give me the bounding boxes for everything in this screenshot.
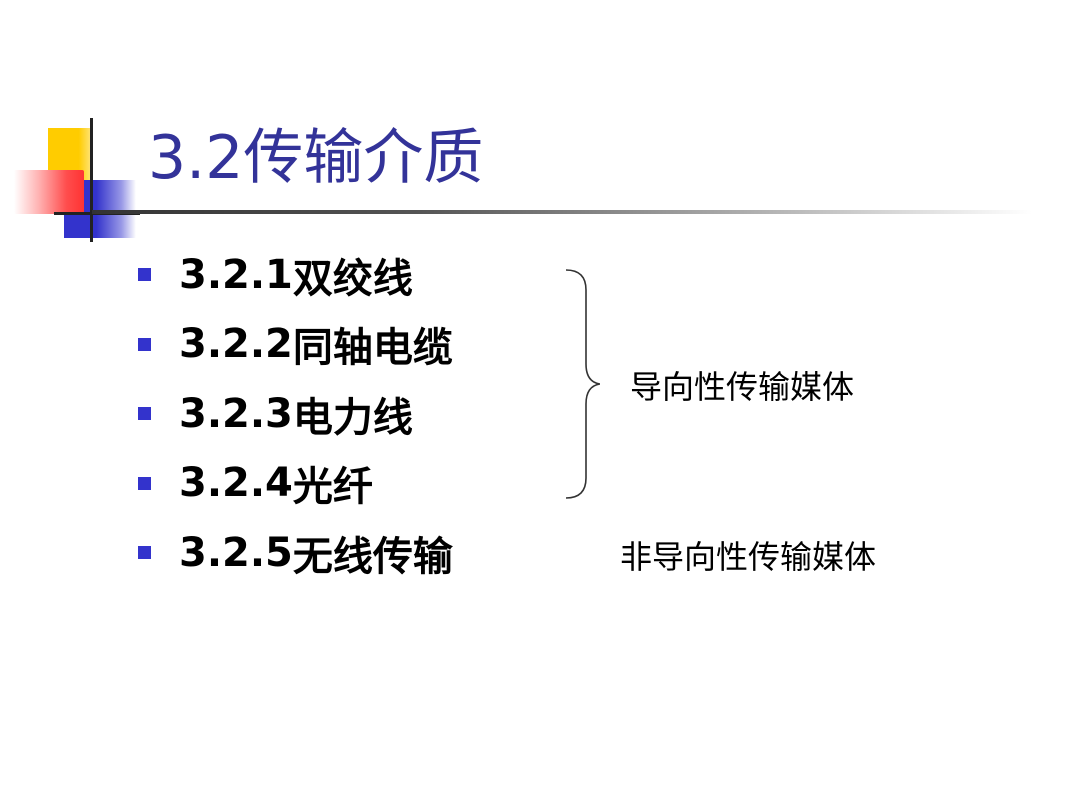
- item-text: 电力线: [292, 394, 413, 441]
- list-item: 3.2.1 双绞线: [134, 240, 453, 310]
- item-text: 同轴电缆: [292, 325, 453, 372]
- decorative-red-square: [14, 170, 84, 214]
- square-bullet-icon: [138, 546, 151, 560]
- item-number: 3.2.4: [179, 460, 293, 507]
- square-bullet-icon: [138, 337, 151, 351]
- list-item: 3.2.3 电力线: [134, 379, 453, 449]
- item-text: 双绞线: [292, 255, 413, 302]
- square-bullet-icon: [138, 407, 151, 421]
- item-number: 3.2.1: [179, 251, 293, 298]
- bullet-list: 3.2.1 双绞线 3.2.2 同轴电缆 3.2.3 电力线 3.2.4 光纤 …: [134, 240, 453, 588]
- item-number: 3.2.5: [179, 529, 293, 576]
- unguided-media-label: 非导向性传输媒体: [620, 538, 877, 576]
- item-text: 无线传输: [292, 533, 453, 580]
- item-number: 3.2.2: [179, 321, 293, 368]
- list-item: 3.2.5 无线传输: [134, 518, 453, 588]
- guided-media-label: 导向性传输媒体: [630, 368, 855, 406]
- right-brace-icon: [565, 269, 600, 499]
- item-number: 3.2.3: [179, 390, 293, 437]
- decorative-vertical-line: [90, 118, 93, 242]
- title-underline: [92, 210, 1032, 214]
- list-item: 3.2.2 同轴电缆: [134, 310, 453, 380]
- list-item: 3.2.4 光纤: [134, 449, 453, 519]
- square-bullet-icon: [138, 268, 151, 282]
- item-text: 光纤: [292, 464, 373, 511]
- square-bullet-icon: [138, 476, 151, 490]
- page-title: 3.2传输介质: [148, 123, 484, 193]
